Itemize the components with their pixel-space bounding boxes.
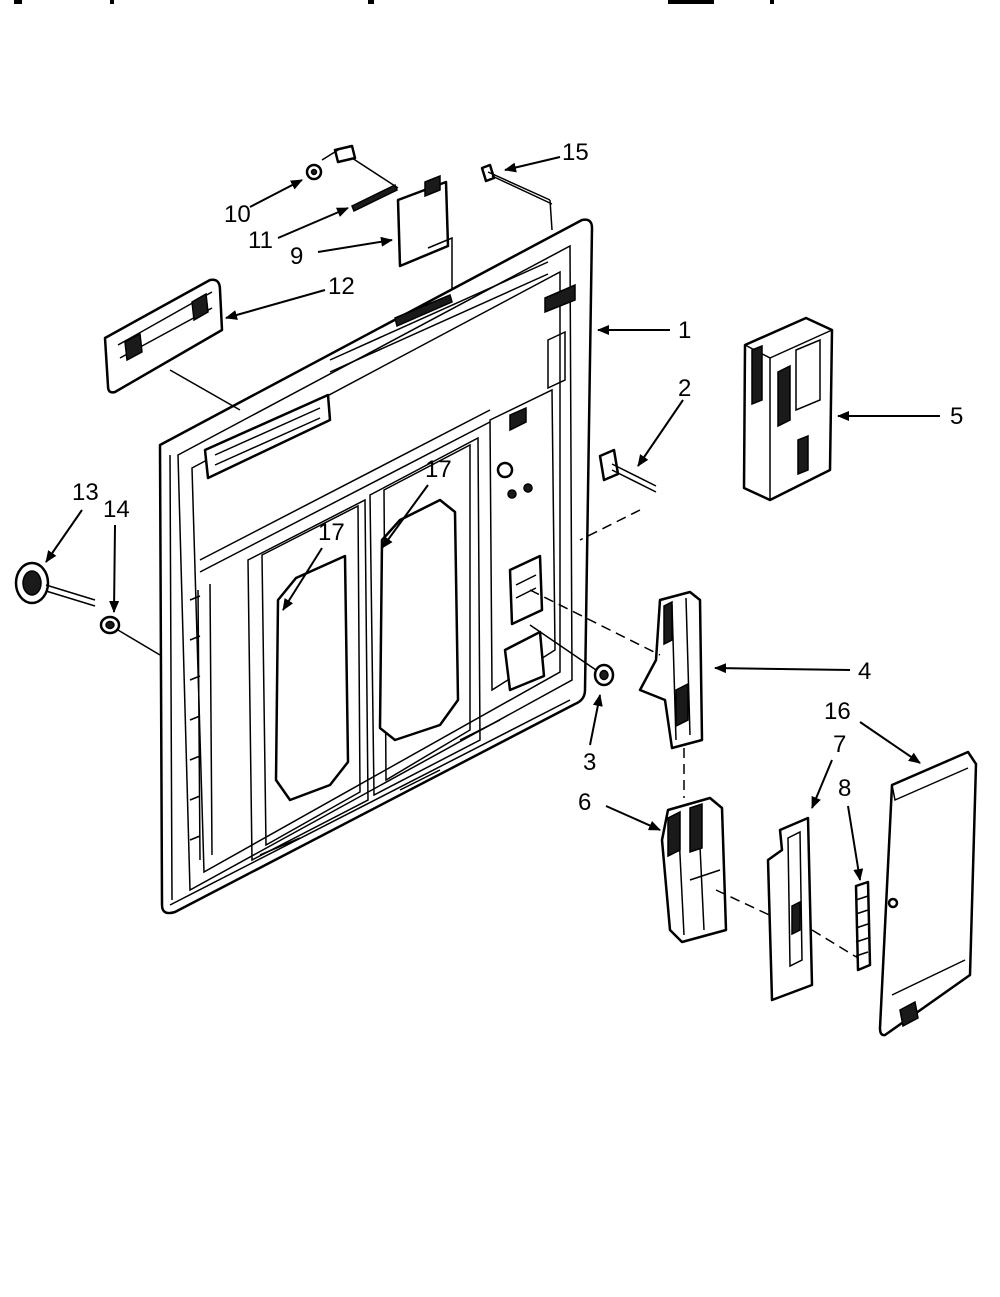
label-14: 14 bbox=[103, 496, 130, 523]
screw-part-11 bbox=[321, 144, 399, 213]
module-part-5 bbox=[742, 316, 834, 502]
vent-cover-part-9 bbox=[396, 174, 453, 290]
label-17-left-window: 17 bbox=[318, 519, 345, 546]
latch-housing-part-6 bbox=[660, 796, 781, 944]
strike-plate-part-7 bbox=[766, 816, 859, 1002]
screw-part-2 bbox=[579, 448, 657, 541]
knob-part-13 bbox=[14, 561, 96, 607]
nut-part-10 bbox=[305, 163, 323, 181]
leader-lines bbox=[45, 156, 940, 881]
label-9: 9 bbox=[290, 243, 303, 270]
label-12: 12 bbox=[328, 273, 355, 300]
nut-part-3 bbox=[529, 624, 615, 687]
latch-part-4 bbox=[529, 589, 704, 798]
spring-part-8 bbox=[854, 880, 872, 972]
handle-part-12 bbox=[103, 278, 241, 411]
label-4: 4 bbox=[858, 658, 871, 685]
nut-part-14 bbox=[99, 615, 161, 656]
label-6: 6 bbox=[578, 789, 591, 816]
label-5: 5 bbox=[950, 403, 963, 430]
label-1: 1 bbox=[678, 317, 691, 344]
screw-part-15 bbox=[480, 163, 553, 231]
part-labels: 15 1 2 5 4 3 6 16 7 8 10 11 9 12 13 14 1… bbox=[72, 139, 963, 816]
label-8: 8 bbox=[838, 775, 851, 802]
inner-door-panel bbox=[158, 218, 594, 915]
label-15: 15 bbox=[562, 139, 589, 166]
label-10: 10 bbox=[224, 201, 251, 228]
label-13: 13 bbox=[72, 479, 99, 506]
label-3: 3 bbox=[583, 749, 596, 776]
label-7: 7 bbox=[833, 731, 846, 758]
side-cover-part-16 bbox=[878, 750, 978, 1037]
label-16: 16 bbox=[824, 698, 851, 725]
header-fragments bbox=[14, 0, 774, 4]
label-11: 11 bbox=[248, 227, 273, 254]
label-2: 2 bbox=[678, 375, 691, 402]
label-17-right-window: 17 bbox=[425, 456, 452, 483]
